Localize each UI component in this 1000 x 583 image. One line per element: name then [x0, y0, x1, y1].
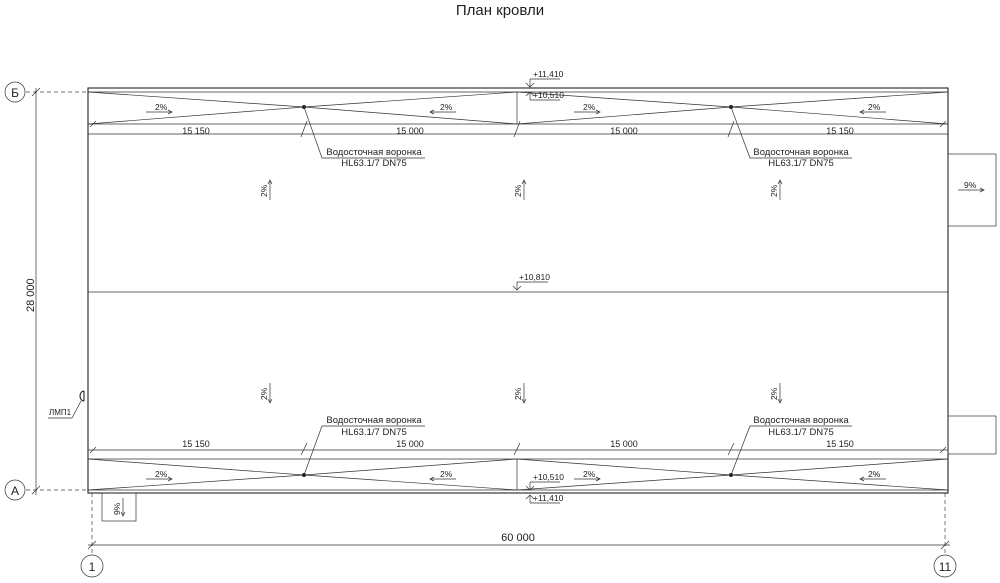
bottom-segment-4: 15 150 — [826, 439, 854, 449]
drain-4-line2: HL63.1/7 DN75 — [768, 427, 833, 438]
bottom-segment-3: 15 000 — [610, 439, 638, 449]
bottom-segment-2: 15 000 — [396, 439, 424, 449]
slope-field-5: 2% — [513, 387, 523, 400]
band-slopes — [146, 109, 886, 482]
axis-11-label: 11 — [939, 560, 952, 574]
elevation-top-ridge: +11,410 — [533, 69, 564, 79]
elevation-middle: +10,810 — [519, 272, 550, 282]
drain-1-line1: Водосточная воронка — [326, 147, 422, 158]
top-segment-4: 15 150 — [826, 126, 854, 136]
bottom-gutter-band — [87, 449, 949, 491]
elevation-top-valley: +10,510 — [533, 90, 564, 100]
elevation-bottom-ridge: +11,410 — [533, 493, 564, 503]
annex-right-top — [947, 153, 997, 227]
lmp-symbol — [48, 390, 85, 419]
elevation-bottom-valley: +10,510 — [533, 472, 564, 482]
annex-slope-right: 9% — [964, 180, 977, 190]
annex-bottom-left — [101, 492, 137, 522]
slope-field-4: 2% — [259, 387, 269, 400]
overall-width: 60 000 — [501, 532, 535, 544]
overall-height: 28 000 — [25, 278, 37, 312]
page-title: План кровли — [455, 2, 545, 19]
slope-top-4: 2% — [868, 102, 881, 112]
slope-field-6: 2% — [769, 387, 779, 400]
slope-bottom-4: 2% — [868, 469, 881, 479]
drain-leaders — [303, 106, 852, 476]
slope-top-2: 2% — [440, 102, 453, 112]
bottom-segment-ticks — [89, 442, 947, 456]
axis-a-label: А — [11, 484, 19, 498]
elevation-markers — [512, 78, 560, 504]
drain-1-line2: HL63.1/7 DN75 — [341, 158, 406, 169]
slope-field-1: 2% — [259, 184, 269, 197]
slope-top-3: 2% — [583, 102, 596, 112]
axis-11-bubble — [933, 554, 957, 578]
annex-slope-bottom: 9% — [112, 502, 122, 515]
field-slope-arrows — [267, 179, 783, 404]
annex-right-bottom — [947, 415, 997, 455]
slope-bottom-3: 2% — [583, 469, 596, 479]
overall-height-dimension — [31, 87, 41, 495]
top-segment-ticks — [89, 120, 947, 138]
slope-top-1: 2% — [155, 102, 168, 112]
axis-1-label: 1 — [89, 560, 96, 574]
slope-bottom-1: 2% — [155, 469, 168, 479]
slope-field-3: 2% — [769, 184, 779, 197]
top-segment-2: 15 000 — [396, 126, 424, 136]
axis-b-label: Б — [11, 86, 19, 100]
top-gutter-band — [87, 91, 949, 135]
top-segment-3: 15 000 — [610, 126, 638, 136]
drain-3-line1: Водосточная воронка — [326, 415, 422, 426]
drain-4-line1: Водосточная воронка — [753, 415, 849, 426]
axis-b-bubble — [4, 81, 26, 103]
slope-field-2: 2% — [513, 184, 523, 197]
slope-bottom-2: 2% — [440, 469, 453, 479]
roof-outline — [87, 87, 949, 494]
overall-width-dimension — [87, 540, 950, 550]
drain-2-line2: HL63.1/7 DN75 — [768, 158, 833, 169]
axis-1-bubble — [80, 554, 104, 578]
drain-2-line1: Водосточная воронка — [753, 147, 849, 158]
lmp-label: ЛМП1 — [49, 408, 72, 417]
drain-3-line2: HL63.1/7 DN75 — [341, 427, 406, 438]
bottom-segment-1: 15 150 — [182, 439, 210, 449]
axis-a-bubble — [4, 479, 26, 501]
top-segment-1: 15 150 — [182, 126, 210, 136]
